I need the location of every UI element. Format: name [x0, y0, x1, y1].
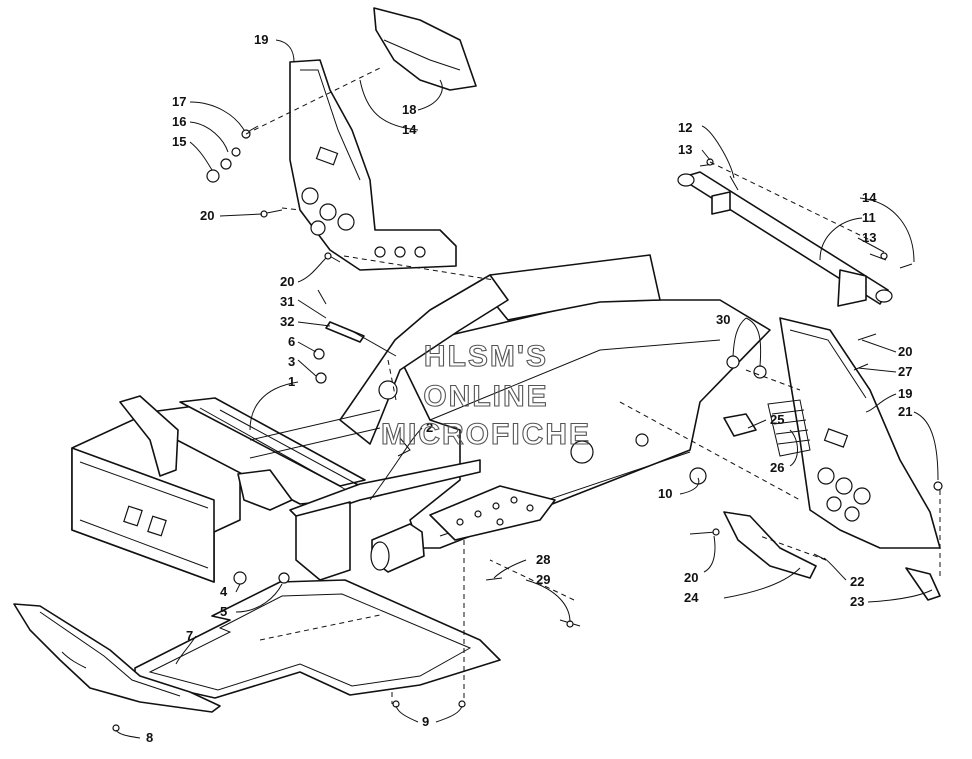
watermark-line-1: HLSM'S	[424, 340, 548, 373]
leader-lines	[115, 39, 939, 739]
callout-20-b: 20	[280, 274, 294, 289]
right-footrest-bracket	[767, 317, 941, 549]
watermark-line-3: MICROFICHE	[381, 418, 591, 451]
callout-14-top: 14	[402, 122, 417, 137]
watermark: HLSM'S ONLINE MICROFICHE	[380, 339, 591, 451]
callout-2: 2	[426, 420, 433, 435]
callout-23: 23	[850, 594, 864, 609]
callout-14-right: 14	[862, 190, 877, 205]
callout-8: 8	[146, 730, 153, 745]
steering-support	[677, 171, 893, 307]
callout-19-top: 19	[254, 32, 268, 47]
callout-6: 6	[288, 334, 295, 349]
upper-footrest-bracket	[289, 59, 457, 271]
callout-27: 27	[898, 364, 912, 379]
callout-15: 15	[172, 134, 186, 149]
callout-17: 17	[172, 94, 186, 109]
callout-20-c: 20	[898, 344, 912, 359]
callout-20-d: 20	[684, 570, 698, 585]
callout-10: 10	[658, 486, 672, 501]
callout-3: 3	[288, 354, 295, 369]
alignment-lines	[245, 67, 941, 704]
callout-labels: 19 17 16 15 18 14 20 20 31 32 6 3 1 2 4 …	[146, 32, 912, 745]
callout-19-right: 19	[898, 386, 912, 401]
callout-24: 24	[684, 590, 699, 605]
callout-28: 28	[536, 552, 550, 567]
chassis-frame	[71, 254, 771, 583]
hardware	[112, 125, 943, 732]
callout-11: 11	[862, 210, 876, 225]
callout-30: 30	[716, 312, 730, 327]
callout-29: 29	[536, 572, 550, 587]
callout-31: 31	[280, 294, 294, 309]
callout-21: 21	[898, 404, 912, 419]
callout-9: 9	[422, 714, 429, 729]
callout-1: 1	[288, 374, 295, 389]
watermark-line-2: ONLINE	[423, 380, 548, 413]
callout-20-a: 20	[200, 208, 214, 223]
callout-7: 7	[186, 628, 193, 643]
callout-13-a: 13	[678, 142, 692, 157]
belly-pan	[134, 579, 501, 699]
callout-13-b: 13	[862, 230, 876, 245]
callout-25: 25	[770, 412, 784, 427]
footrest-cap	[373, 7, 477, 91]
skid-plate	[13, 603, 221, 713]
callout-12: 12	[678, 120, 692, 135]
callout-16: 16	[172, 114, 186, 129]
lower-brackets	[723, 413, 941, 601]
callout-5: 5	[220, 604, 227, 619]
callout-18: 18	[402, 102, 416, 117]
callout-26: 26	[770, 460, 784, 475]
callout-32: 32	[280, 314, 294, 329]
callout-4: 4	[220, 584, 228, 599]
callout-22: 22	[850, 574, 864, 589]
